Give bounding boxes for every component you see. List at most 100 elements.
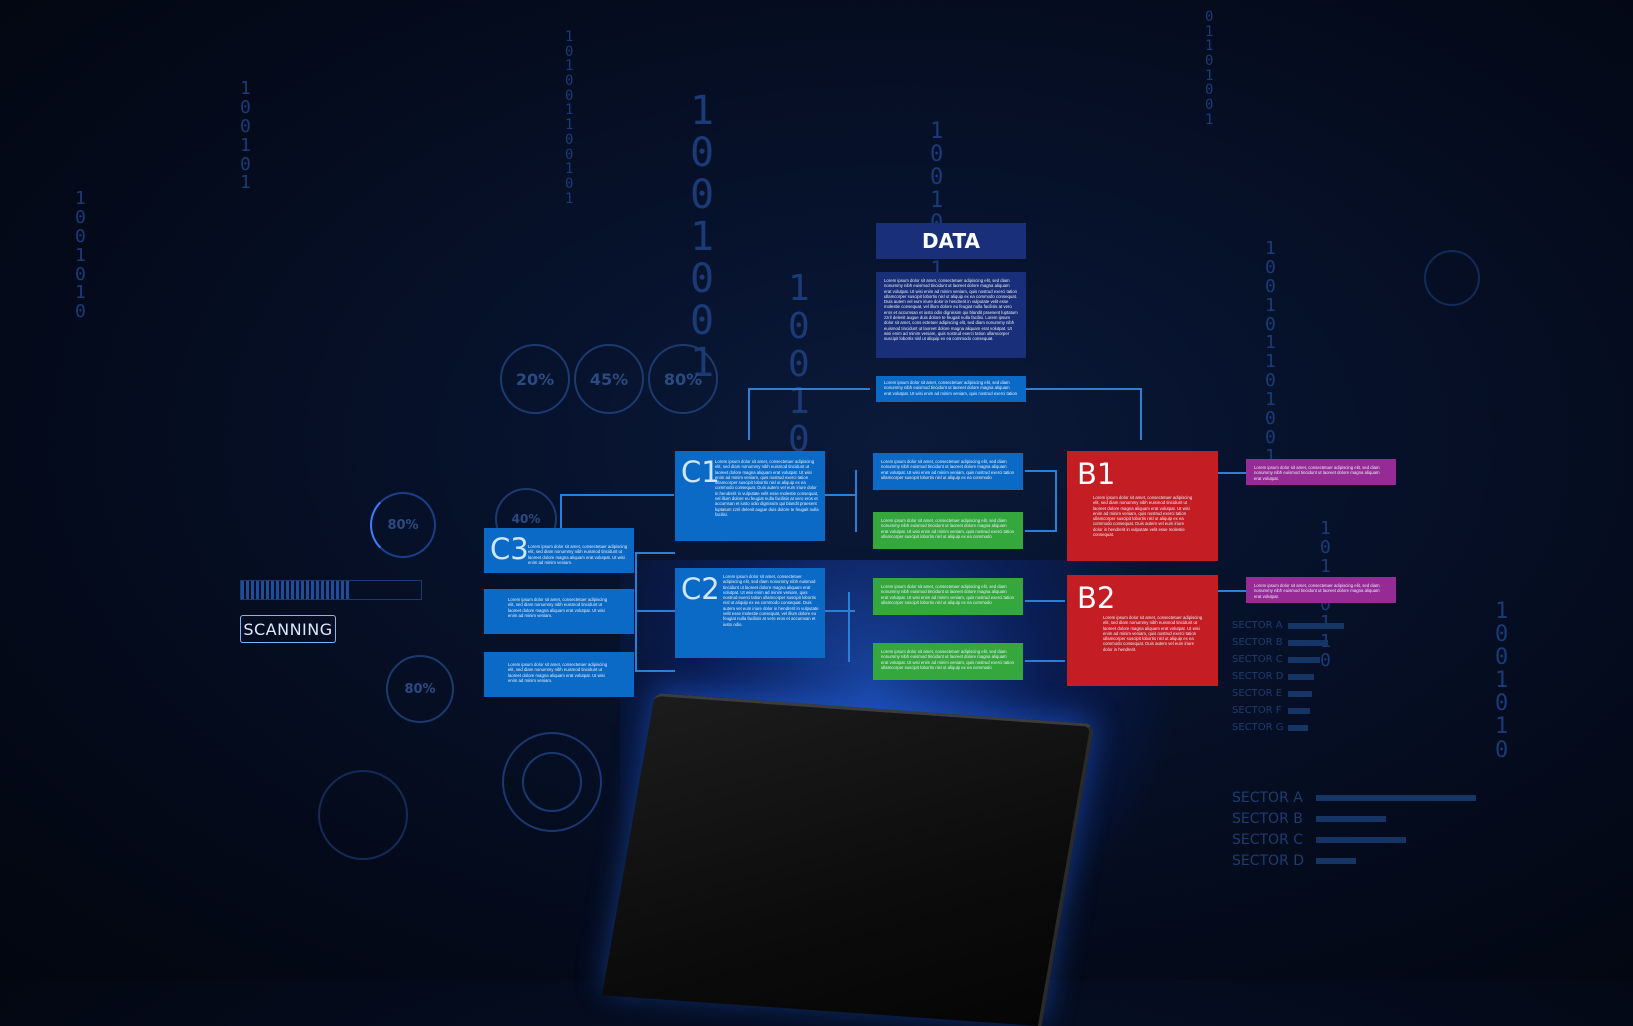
green-box: Lorem ipsum dolor sit amet, consectetuer… [873,643,1023,680]
b1-box: B1 Lorem ipsum dolor sit amet, consectet… [1067,451,1218,561]
binary-rain: 0 1 1 0 1 0 0 1 [1205,9,1214,128]
sector-label: SECTOR D [1232,671,1284,682]
connector [1025,470,1055,472]
summary-box: Lorem ipsum dolor sit amet, consectetuer… [876,376,1026,402]
c3-box: C3 Lorem ipsum dolor sit amet, consectet… [484,528,634,573]
sector-bar [1288,691,1312,697]
data-title-box: DATA [876,223,1026,259]
sector-label: SECTOR B [1232,811,1303,827]
connector [748,388,750,440]
c3-body: Lorem ipsum dolor sit amet, consectetuer… [528,544,628,565]
c1-title: C1 [681,455,720,489]
connector [1140,388,1142,440]
b1-body: Lorem ipsum dolor sit amet, consectetuer… [1093,495,1193,538]
connector [635,552,637,672]
c3-sub-text: Lorem ipsum dolor sit amet, consectetuer… [508,597,608,618]
purple-text: Lorem ipsum dolor sit amet, consectetuer… [1254,465,1380,481]
sector-bar [1316,858,1356,864]
sector-bar [1288,657,1320,663]
sector-bar [1288,623,1344,629]
green-box: Lorem ipsum dolor sit amet, consectetuer… [873,512,1023,549]
connector [635,610,675,612]
green-text: Lorem ipsum dolor sit amet, consectetuer… [881,649,1015,670]
connector [848,592,850,662]
b1-title: B1 [1077,457,1116,491]
percent-ring: 45% [574,344,644,414]
percent-ring: 80% [648,344,718,414]
c3-sub-box: Lorem ipsum dolor sit amet, consectetuer… [484,589,634,634]
mid-blue-text: Lorem ipsum dolor sit amet, consectetuer… [881,459,1015,480]
connector [560,494,562,528]
binary-rain: 1 0 0 1 0 1 [240,78,251,194]
mid-blue-box: Lorem ipsum dolor sit amet, consectetuer… [873,453,1023,490]
fingerprint-icon [522,752,582,812]
sector-label: SECTOR F [1232,705,1282,716]
data-title: DATA [921,229,981,253]
connector [825,494,855,496]
binary-rain: 1 0 0 1 0 1 0 [75,188,86,323]
binary-rain: 1 0 0 1 0 1 0 [1495,599,1509,763]
sector-label: SECTOR C [1232,654,1283,665]
c3-sub-box: Lorem ipsum dolor sit amet, consectetuer… [484,652,634,697]
c3-sub-text: Lorem ipsum dolor sit amet, consectetuer… [508,662,608,683]
sector-bar [1288,640,1328,646]
binary-rain: 1 0 1 0 0 1 1 0 0 1 0 1 [565,29,574,207]
c2-title: C2 [681,572,720,606]
sector-bar [1316,837,1406,843]
sector-bar [1316,795,1476,801]
purple-box: Lorem ipsum dolor sit amet, consectetuer… [1246,577,1396,603]
summary-text: Lorem ipsum dolor sit amet, consectetuer… [884,380,1018,396]
connector [1026,388,1142,390]
data-body-box: Lorem ipsum dolor sit amet, consectetuer… [876,272,1026,358]
connector [1025,530,1055,532]
b2-title: B2 [1077,581,1116,615]
tablet-device [602,693,1095,1026]
connector [560,494,674,496]
c2-box: C2 Lorem ipsum dolor sit amet, consectet… [675,568,825,658]
sector-label: SECTOR A [1232,620,1283,631]
connector [635,552,675,554]
fingerprint-icon [502,732,602,832]
connector [1055,470,1057,532]
gauge-ring: 80% [386,655,454,723]
green-text: Lorem ipsum dolor sit amet, consectetuer… [881,518,1015,539]
connector [1218,472,1246,474]
sector-label: SECTOR B [1232,637,1283,648]
connector [855,470,857,532]
progress-bar [240,580,422,600]
c1-box: C1 Lorem ipsum dolor sit amet, consectet… [675,451,825,541]
sector-bar [1288,725,1308,731]
purple-box: Lorem ipsum dolor sit amet, consectetuer… [1246,459,1396,485]
b2-body: Lorem ipsum dolor sit amet, consectetuer… [1103,615,1203,652]
sector-bar [1316,816,1386,822]
sector-label: SECTOR D [1232,853,1305,869]
c1-body: Lorem ipsum dolor sit amet, consectetuer… [715,459,819,517]
binary-rain: 1 0 0 1 0 1 1 0 1 0 0 1 0 [1265,238,1276,485]
connector [635,670,675,672]
connector [1218,590,1246,592]
purple-text: Lorem ipsum dolor sit amet, consectetuer… [1254,583,1380,599]
green-text: Lorem ipsum dolor sit amet, consectetuer… [881,584,1015,605]
sector-label: SECTOR G [1232,722,1284,733]
c3-title: C3 [490,532,529,566]
radar-ring [1424,250,1480,306]
sector-label: SECTOR C [1232,832,1304,848]
connector [825,610,855,612]
green-box: Lorem ipsum dolor sit amet, consectetuer… [873,578,1023,615]
binary-rain: 1 0 0 1 0 [788,268,810,461]
gauge-ring: 80% [370,492,436,558]
c2-body: Lorem ipsum dolor sit amet, consectetuer… [723,574,819,627]
sector-bar [1288,674,1314,680]
sector-label: SECTOR E [1232,688,1283,699]
b2-box: B2 Lorem ipsum dolor sit amet, consectet… [1067,575,1218,686]
binary-rain: 1 0 0 1 0 0 1 [690,88,715,386]
connector [1025,600,1065,602]
sector-bar [1288,708,1310,714]
globe-icon [318,770,408,860]
data-body: Lorem ipsum dolor sit amet, consectetuer… [884,278,1018,342]
connector [748,388,870,390]
progress-fill [241,581,349,599]
scanning-label: SCANNING [240,615,336,643]
connector [1025,660,1065,662]
sector-label: SECTOR A [1232,790,1303,806]
